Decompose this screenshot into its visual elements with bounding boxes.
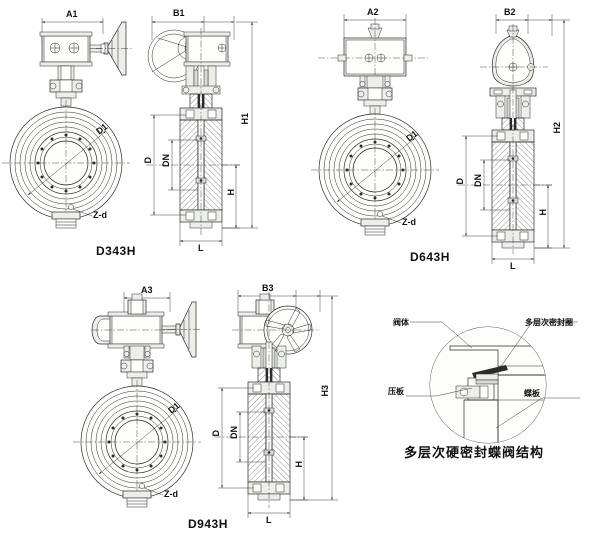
panel-d943h: A3 B3 D1 Z-d D DN H H3 L D943H [0,272,370,551]
panel-seal-detail: 阀体 多层次密封圈 压板 蝶板 多层次硬密封蝶阀结构 [380,300,608,480]
drawing-d943h [73,290,338,518]
dim-b2: B2 [504,7,516,17]
drawing-d643h [311,14,570,264]
label-pressure-plate: 压板 [388,387,404,396]
dim-h2: H2 [552,122,562,134]
dim-l-p2: L [510,261,516,271]
caption-d943h: D943H [188,517,228,531]
dim-b1: B1 [173,8,185,18]
label-seal-ring: 多层次密封圈 [525,318,573,327]
dim-h-p3: H [294,461,304,468]
dim-h-p2: H [538,209,548,216]
drawing-d343h [2,16,258,246]
dim-l-p3: L [266,515,272,525]
dim-zd-p1: Z-d [93,210,107,220]
dim-b3: B3 [262,283,274,293]
dim-zd-p2: Z-d [402,217,416,227]
label-valve-body: 阀体 [393,318,409,327]
panel-d343h: A1 B1 D1 Z-d D DN H H1 L D343H [0,0,304,272]
dim-a1: A1 [66,9,78,19]
dim-dn-p2: DN [473,174,483,187]
drawing-seal-detail [406,321,580,444]
dim-d-p3: D [211,430,221,437]
label-disc: 蝶板 [524,389,540,398]
dim-h1: H1 [240,113,250,125]
dim-zd-p3: Z-d [164,489,178,499]
dim-a2: A2 [367,7,379,17]
side-view-d643h [458,14,570,264]
dim-h-p1: H [226,189,236,196]
dim-dn-p1: DN [161,154,171,167]
caption-d343h: D343H [96,244,136,258]
dim-a3: A3 [141,285,153,295]
dim-h3: H3 [320,385,330,397]
front-view-d343h [2,18,132,229]
dim-l-p1: L [198,243,204,253]
dim-dn-p3: DN [229,426,239,439]
section-view-d343h [146,16,258,246]
panel-d643h: A2 B2 D1 Z-d D DN H H2 L D643H [304,0,608,272]
front-view-d643h [311,14,439,236]
front-view-d943h [73,292,202,508]
detail-title: 多层次硬密封蝶阀结构 [404,446,545,461]
dim-d-p2: D [455,178,465,185]
caption-d643h: D643H [410,250,450,264]
dim-d-p1: D [143,157,153,164]
side-view-d943h [214,290,338,518]
